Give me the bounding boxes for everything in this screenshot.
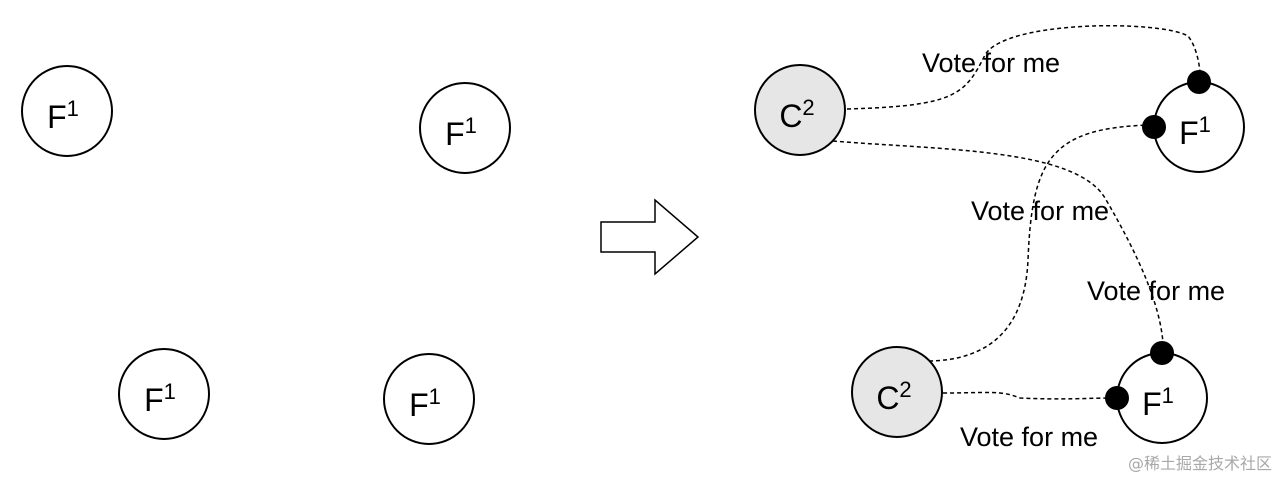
edge-endpoint-dot (1142, 115, 1166, 139)
node-term: 2 (899, 377, 911, 402)
right-arrow-icon (600, 198, 700, 276)
node-label: F1 (1142, 383, 1174, 422)
node-letter: F (409, 387, 429, 423)
node-label: F1 (1179, 112, 1211, 151)
node-term: 1 (67, 96, 79, 121)
follower-circle (21, 65, 113, 157)
watermark: @稀土掘金技术社区 (1127, 454, 1272, 473)
before-follower-node: F1 (419, 82, 511, 174)
node-letter: F (445, 116, 465, 152)
follower-circle (419, 82, 511, 174)
edge-endpoint-dot (1105, 386, 1129, 410)
follower-circle (118, 348, 210, 440)
vote-label: Vote for me (971, 196, 1109, 226)
node-letter: C (779, 98, 802, 134)
node-term: 1 (465, 113, 477, 138)
before-follower-node: F1 (383, 353, 475, 445)
node-letter: F (1179, 115, 1199, 151)
node-letter: C (876, 380, 899, 416)
node-term: 1 (429, 384, 441, 409)
candidate-circle (851, 346, 943, 438)
vote-edge-c1-to-f2 (832, 140, 1164, 344)
node-letter: F (144, 382, 164, 418)
follower-node: F1 (1153, 81, 1245, 173)
before-follower-node: F1 (118, 348, 210, 440)
node-label: F1 (144, 379, 176, 418)
vote-edge-c1-to-f1 (846, 25, 1201, 110)
node-term: 1 (164, 379, 176, 404)
node-term: 1 (1162, 383, 1174, 408)
edge-endpoint-dot (1187, 70, 1211, 94)
vote-label: Vote for me (960, 422, 1098, 452)
node-letter: F (1142, 386, 1162, 422)
node-label: F1 (409, 384, 441, 423)
node-term: 2 (802, 95, 814, 120)
before-follower-node: F1 (21, 65, 113, 157)
node-letter: F (47, 99, 67, 135)
vote-edge-c2-to-f1 (928, 124, 1151, 362)
node-term: 1 (1199, 112, 1211, 137)
edge-endpoint-dot (1150, 341, 1174, 365)
candidate-node: C2 (851, 346, 943, 438)
node-label: F1 (47, 96, 79, 135)
vote-edge-c2-to-f2 (942, 391, 1114, 400)
candidate-circle (754, 64, 846, 156)
node-label: C2 (779, 95, 814, 134)
follower-node: F1 (1116, 352, 1208, 444)
node-label: F1 (445, 113, 477, 152)
vote-label: Vote for me (1087, 276, 1225, 306)
follower-circle (383, 353, 475, 445)
vote-label: Vote for me (922, 48, 1060, 78)
candidate-node: C2 (754, 64, 846, 156)
node-label: C2 (876, 377, 911, 416)
